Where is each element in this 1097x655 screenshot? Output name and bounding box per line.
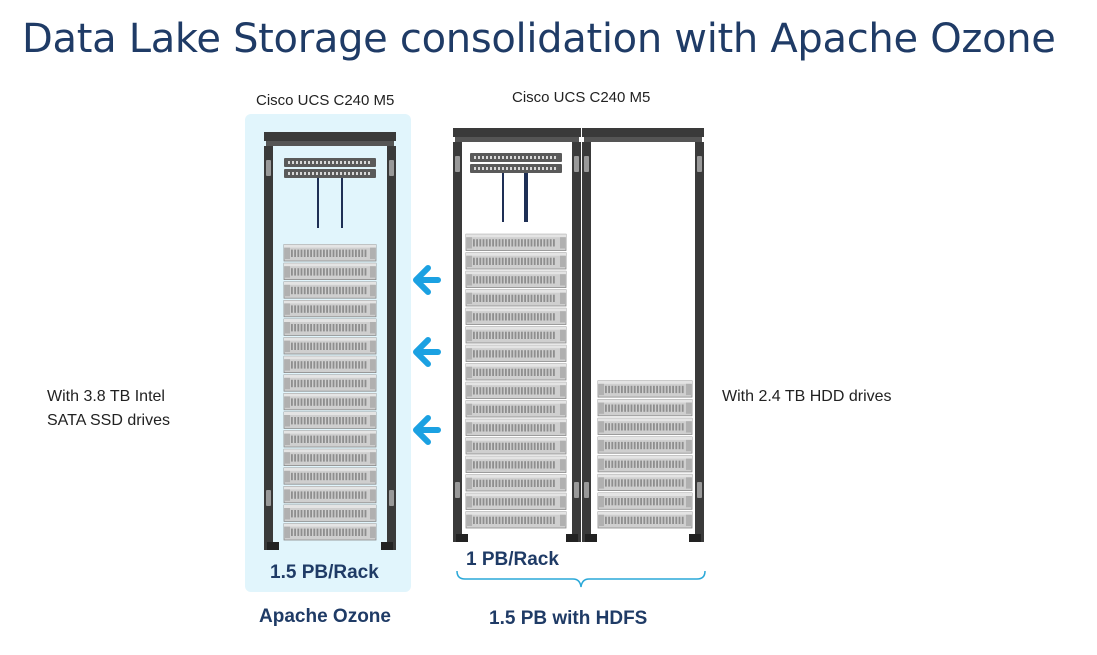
server-unit-icon bbox=[465, 363, 567, 381]
rack-frame bbox=[453, 128, 581, 542]
server-unit-icon bbox=[283, 411, 377, 429]
hdfs-rack-a bbox=[453, 128, 581, 542]
network-switch-icon bbox=[470, 153, 562, 173]
ssd-drive-note: With 3.8 TB Intel SATA SSD drives bbox=[47, 385, 170, 433]
server-unit-icon bbox=[283, 355, 377, 373]
server-unit-icon bbox=[597, 511, 693, 529]
ssd-note-line1: With 3.8 TB Intel bbox=[47, 388, 165, 405]
server-unit-icon bbox=[465, 307, 567, 325]
server-unit-icon bbox=[283, 374, 377, 392]
migration-arrows bbox=[413, 265, 441, 445]
server-unit-icon bbox=[283, 430, 377, 448]
hdd-drive-note: With 2.4 TB HDD drives bbox=[722, 388, 892, 405]
server-unit-icon bbox=[597, 473, 693, 491]
server-unit-icon bbox=[465, 400, 567, 418]
server-unit-icon bbox=[465, 474, 567, 492]
server-unit-icon bbox=[465, 437, 567, 455]
hdfs-rack-header: Cisco UCS C240 M5 bbox=[512, 89, 651, 106]
server-unit-icon bbox=[465, 381, 567, 399]
server-unit-icon bbox=[465, 344, 567, 362]
ssd-note-line2: SATA SSD drives bbox=[47, 412, 170, 429]
server-unit-icon bbox=[283, 467, 377, 485]
server-unit-icon bbox=[465, 511, 567, 529]
arrow-left-icon bbox=[413, 265, 441, 295]
server-unit-icon bbox=[465, 455, 567, 473]
arrow-left-icon bbox=[413, 415, 441, 445]
network-switch-icon bbox=[284, 158, 376, 178]
server-unit-icon bbox=[283, 485, 377, 504]
page-title: Data Lake Storage consolidation with Apa… bbox=[22, 16, 1056, 62]
server-unit-icon bbox=[597, 399, 693, 417]
server-unit-icon bbox=[465, 252, 567, 270]
server-unit-icon bbox=[283, 262, 377, 280]
server-unit-icon bbox=[283, 281, 377, 299]
server-unit-icon bbox=[465, 492, 567, 510]
server-unit-icon bbox=[283, 504, 377, 522]
server-unit-icon bbox=[465, 418, 567, 436]
server-unit-icon bbox=[597, 417, 693, 435]
server-unit-icon bbox=[283, 337, 377, 355]
server-unit-icon bbox=[283, 299, 377, 318]
server-unit-icon bbox=[465, 270, 567, 288]
arrow-left-icon bbox=[413, 337, 441, 367]
hdfs-footer-label: 1.5 PB with HDFS bbox=[489, 608, 648, 629]
server-unit-icon bbox=[283, 318, 377, 336]
server-unit-icon bbox=[283, 523, 377, 541]
server-unit-icon bbox=[465, 289, 567, 307]
hdfs-rack-b bbox=[582, 128, 704, 542]
server-unit-icon bbox=[465, 233, 567, 251]
rack-frame bbox=[582, 128, 704, 542]
server-unit-icon bbox=[283, 392, 377, 411]
ozone-footer-label: Apache Ozone bbox=[259, 606, 391, 627]
server-unit-icon bbox=[283, 448, 377, 467]
ozone-rack-header: Cisco UCS C240 M5 bbox=[256, 92, 395, 109]
rack-frame bbox=[264, 132, 396, 550]
server-unit-icon bbox=[465, 326, 567, 344]
ozone-rack bbox=[264, 132, 396, 550]
server-unit-icon bbox=[597, 436, 693, 454]
server-unit-icon bbox=[597, 380, 693, 398]
hdfs-bracket bbox=[456, 570, 706, 588]
server-unit-icon bbox=[597, 455, 693, 473]
server-unit-icon bbox=[597, 492, 693, 510]
server-unit-icon bbox=[283, 244, 377, 262]
ozone-capacity: 1.5 PB/Rack bbox=[270, 562, 379, 583]
hdfs-capacity: 1 PB/Rack bbox=[466, 549, 559, 570]
